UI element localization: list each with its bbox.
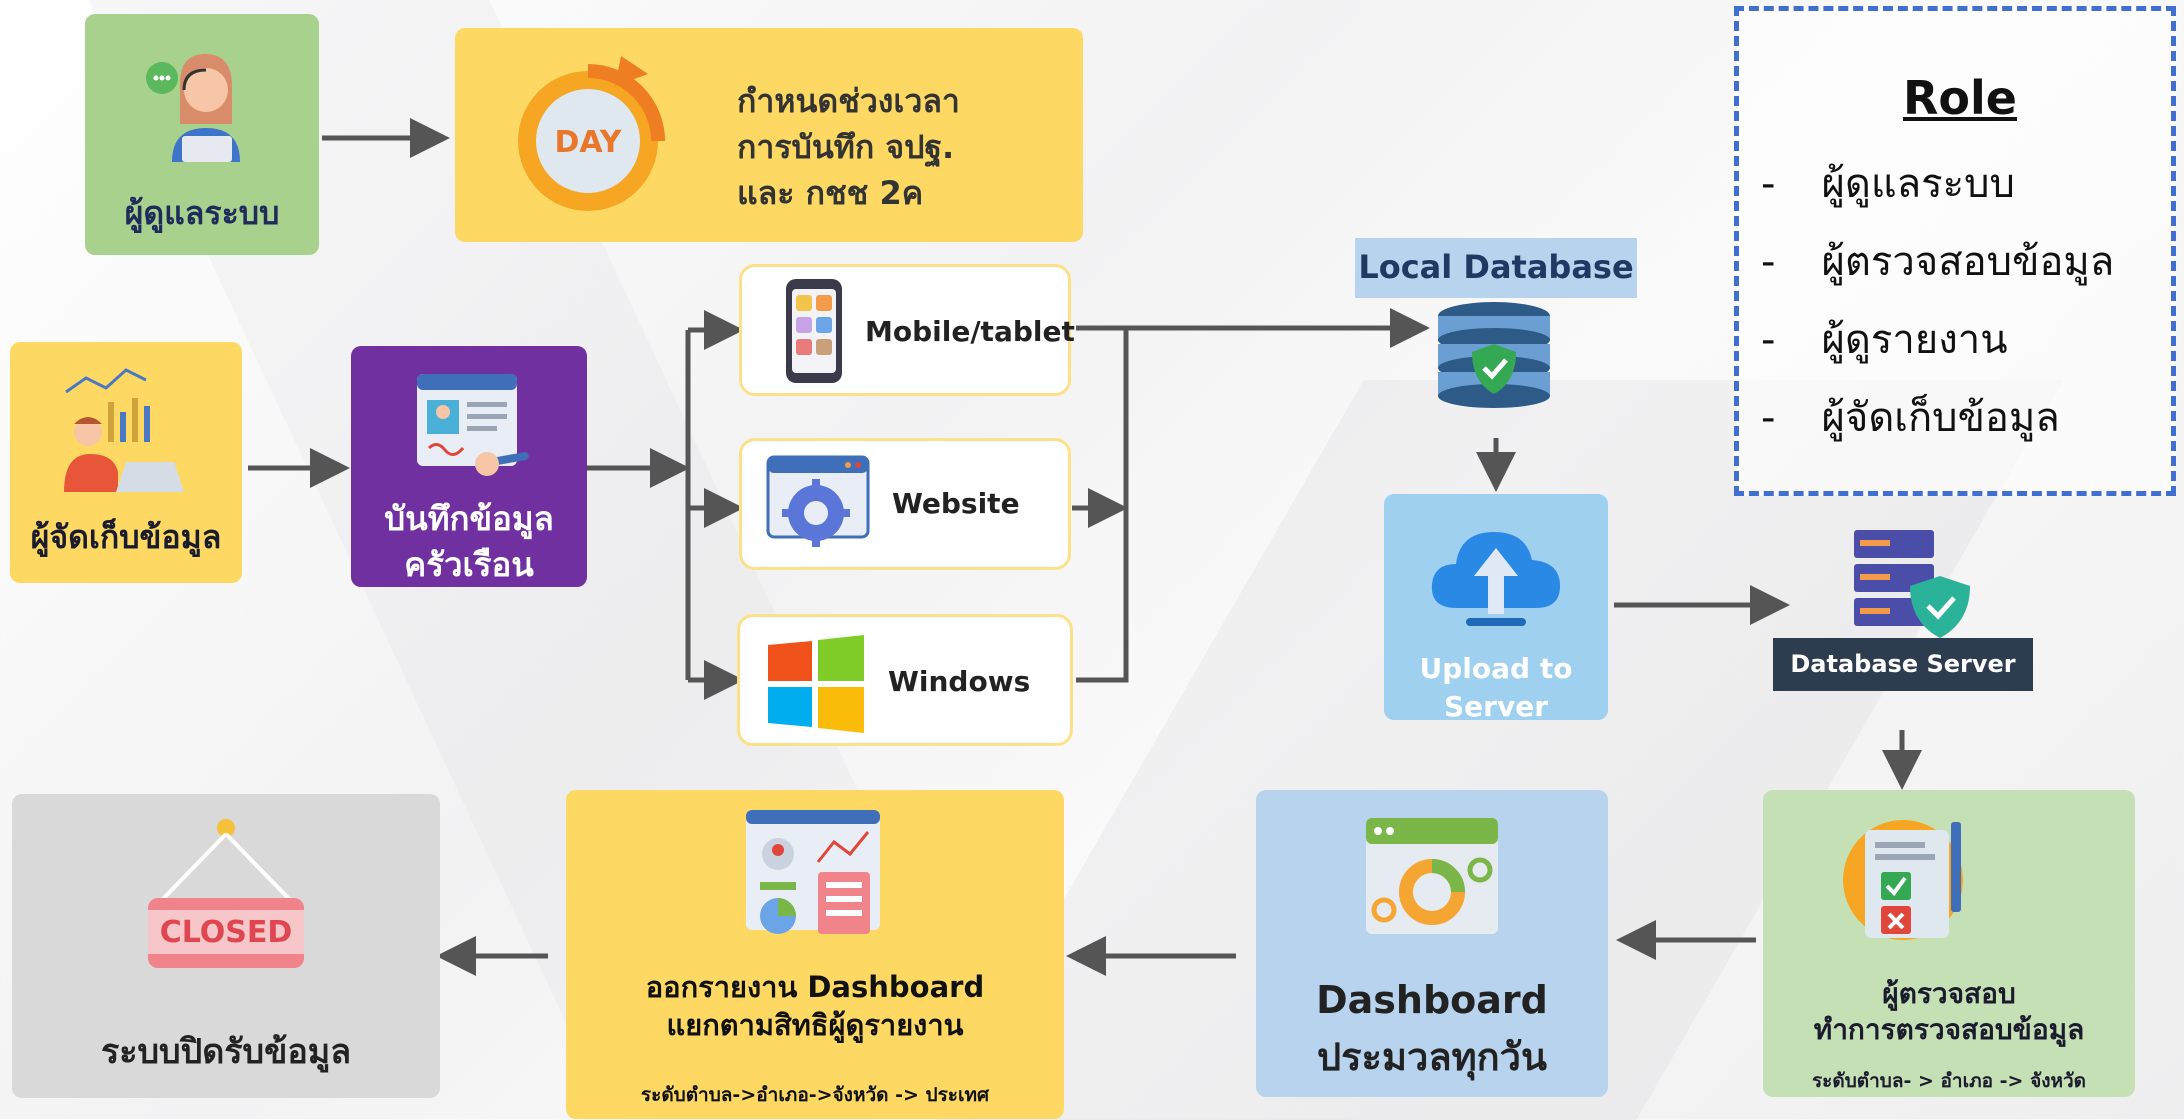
upload-label-line2: Server bbox=[1443, 690, 1548, 723]
dashboard-title-line1: Dashboard bbox=[1316, 978, 1548, 1022]
database-shield-icon bbox=[1438, 302, 1550, 408]
role-item-label: ผู้ตรวจสอบข้อมูล bbox=[1821, 239, 2115, 285]
role-bullet: - bbox=[1761, 395, 1776, 441]
form-document-icon bbox=[417, 374, 529, 476]
closed-box: CLOSED ระบบปิดรับข้อมูล bbox=[12, 794, 440, 1098]
cloud-upload-icon bbox=[1431, 532, 1560, 626]
dashboard-chart-icon bbox=[1366, 818, 1498, 934]
role-item-label: ผู้จัดเก็บข้อมูล bbox=[1821, 395, 2060, 441]
role-legend-box: Role -ผู้ดูแลระบบ -ผู้ตรวจสอบข้อมูล -ผู้… bbox=[1734, 6, 2176, 496]
website-label: Website bbox=[892, 487, 1020, 520]
upload-label-line1: Upload to bbox=[1419, 652, 1573, 685]
record-household-box: บันทึกข้อมูล ครัวเรือน bbox=[351, 346, 587, 587]
server-shield-icon bbox=[1854, 530, 1970, 638]
role-item-label: ผู้ดูแลระบบ bbox=[1821, 161, 2015, 207]
verify-sub: ระดับตำบล- > อำเภอ -> จังหวัด bbox=[1811, 1070, 2087, 1092]
upload-to-server-box: Upload to Server bbox=[1384, 494, 1608, 723]
collector-box: ผู้จัดเก็บข้อมูล bbox=[10, 342, 242, 583]
windows-label: Windows bbox=[888, 665, 1031, 698]
platform-website: Website bbox=[739, 438, 1071, 570]
role-item: -ผู้ตรวจสอบข้อมูล bbox=[1761, 229, 2114, 293]
arrow-merge bbox=[1076, 325, 1129, 683]
calendar-day-icon: DAY bbox=[518, 56, 665, 211]
role-item: -ผู้จัดเก็บข้อมูล bbox=[1761, 385, 2060, 449]
role-item-label: ผู้ดูรายงาน bbox=[1821, 317, 2008, 363]
database-server-label-box: Database Server bbox=[1773, 638, 2033, 691]
report-box: ออกรายงาน Dashboard แยกตามสิทธิผู้ดูรายง… bbox=[566, 790, 1064, 1119]
admin-box: ผู้ดูแลระบบ bbox=[85, 14, 319, 255]
schedule-box: DAY กำหนดช่วงเวลา การบันทึก จปฐ. และ กชช… bbox=[455, 28, 1083, 242]
admin-avatar-icon bbox=[146, 54, 240, 162]
role-bullet: - bbox=[1761, 161, 1776, 207]
data-collector-icon bbox=[64, 368, 184, 492]
role-bullet: - bbox=[1761, 239, 1776, 285]
local-database-label-box: Local Database bbox=[1355, 238, 1637, 298]
record-label-line1: บันทึกข้อมูล bbox=[384, 499, 554, 538]
website-gear-icon bbox=[766, 455, 870, 547]
mobile-tablet-label: Mobile/tablet bbox=[865, 315, 1075, 348]
closed-sign-text: CLOSED bbox=[160, 915, 293, 950]
role-bullet: - bbox=[1761, 317, 1776, 363]
role-title: Role bbox=[1903, 71, 2017, 125]
checklist-icon bbox=[1843, 820, 1963, 940]
report-sub: ระดับตำบล->อำเภอ->จังหวัด -> ประเทศ bbox=[640, 1084, 990, 1106]
day-text: DAY bbox=[555, 125, 623, 160]
platform-mobile-tablet: Mobile/tablet bbox=[739, 264, 1075, 396]
role-item: -ผู้ดูรายงาน bbox=[1761, 307, 2008, 371]
schedule-text-line1: กำหนดช่วงเวลา bbox=[737, 82, 960, 120]
report-title-line1: ออกรายงาน Dashboard bbox=[645, 970, 985, 1004]
admin-label: ผู้ดูแลระบบ bbox=[124, 194, 280, 232]
collector-label: ผู้จัดเก็บข้อมูล bbox=[30, 518, 222, 556]
report-analytics-icon bbox=[746, 810, 880, 934]
dashboard-box: Dashboard ประมวลทุกวัน bbox=[1256, 790, 1608, 1097]
report-title-line2: แยกตามสิทธิผู้ดูรายงาน bbox=[666, 1008, 964, 1042]
role-item: -ผู้ดูแลระบบ bbox=[1761, 151, 2015, 215]
closed-label: ระบบปิดรับข้อมูล bbox=[100, 1032, 352, 1072]
schedule-text-line2: การบันทึก จปฐ. bbox=[737, 128, 955, 166]
verify-box: ผู้ตรวจสอบ ทำการตรวจสอบข้อมูล ระดับตำบล-… bbox=[1763, 790, 2135, 1097]
local-database-label: Local Database bbox=[1358, 248, 1634, 286]
database-server-label: Database Server bbox=[1790, 650, 2016, 678]
closed-sign-icon: CLOSED bbox=[148, 819, 304, 968]
record-label-line2: ครัวเรือน bbox=[404, 545, 534, 584]
platform-windows: Windows bbox=[737, 614, 1073, 746]
windows-logo-icon bbox=[768, 635, 864, 733]
mobile-phone-icon bbox=[786, 279, 842, 383]
verify-title-line1: ผู้ตรวจสอบ bbox=[1882, 977, 2016, 1010]
dashboard-title-line2: ประมวลทุกวัน bbox=[1317, 1035, 1547, 1079]
schedule-text-line3: และ กชช 2ค bbox=[737, 174, 924, 212]
verify-title-line2: ทำการตรวจสอบข้อมูล bbox=[1813, 1013, 2085, 1046]
